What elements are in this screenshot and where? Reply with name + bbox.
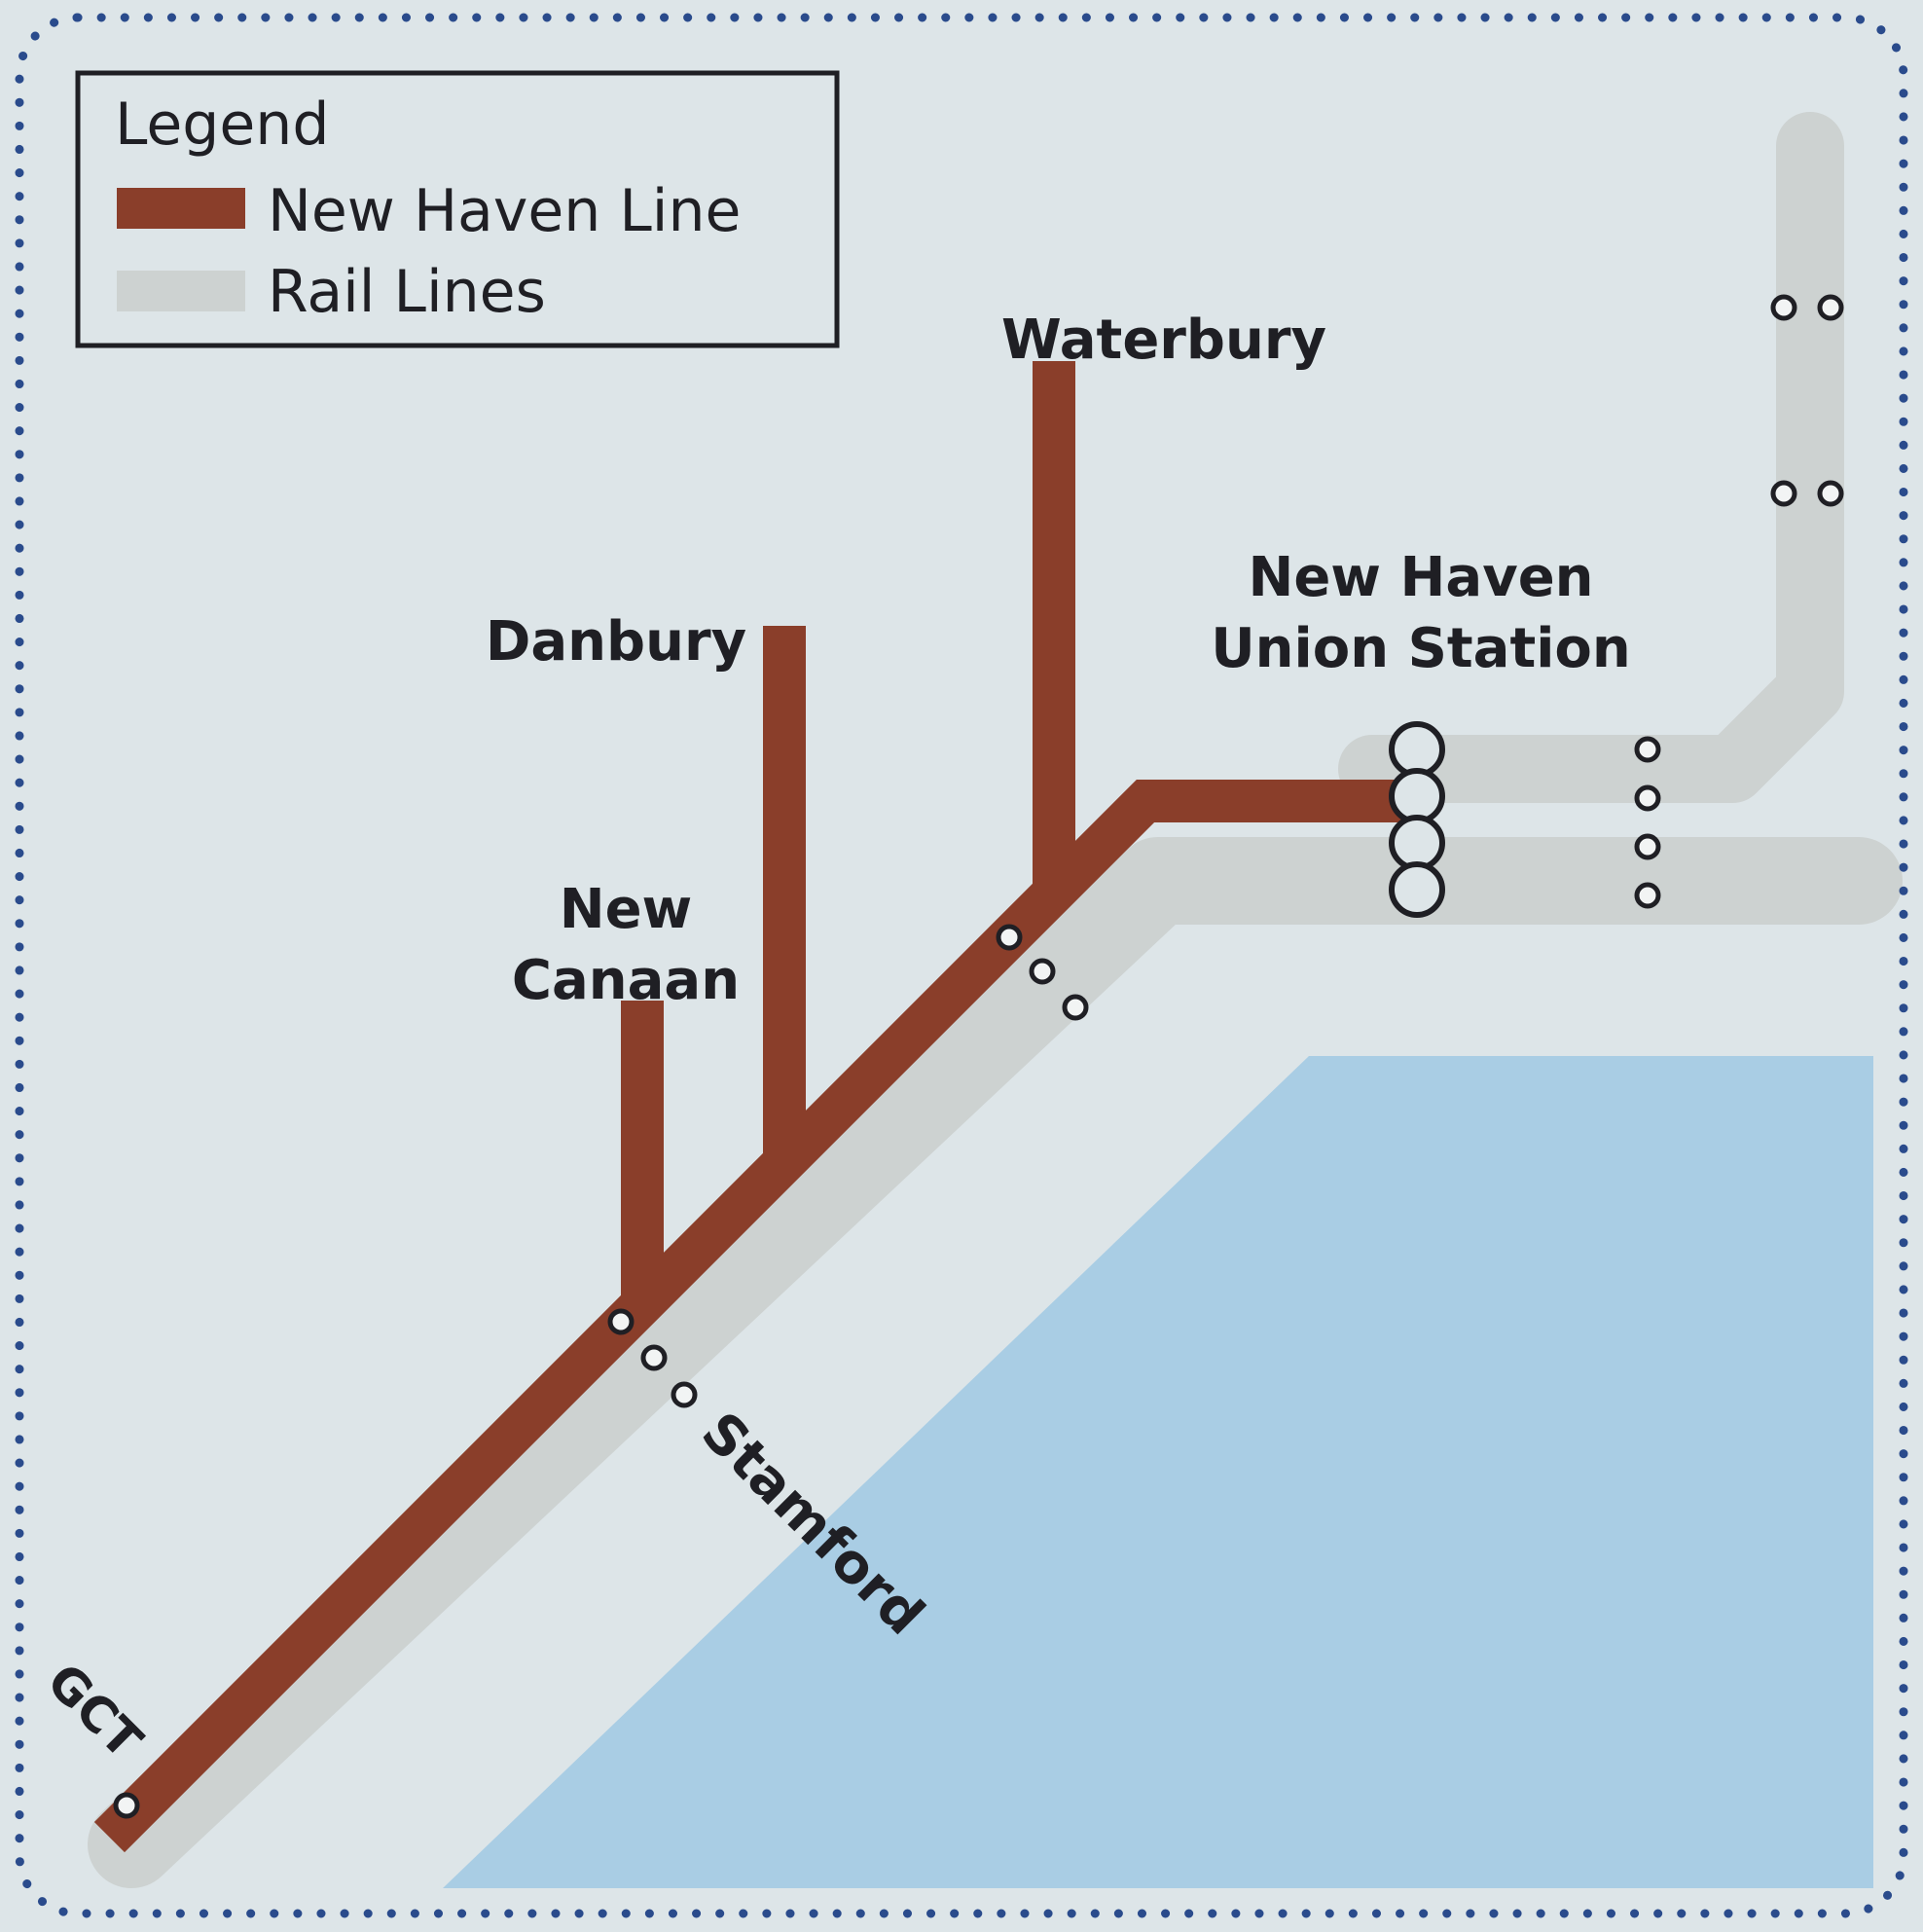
station-dot[interactable] <box>671 1381 698 1408</box>
station-dot[interactable] <box>1062 994 1089 1021</box>
station-dot[interactable] <box>1029 958 1056 985</box>
station-dot[interactable] <box>996 924 1023 951</box>
legend-title: Legend <box>115 91 329 159</box>
rail-line-north <box>1338 112 1844 803</box>
dotted-border <box>15 13 1908 1918</box>
station-dot[interactable] <box>1634 833 1661 860</box>
rail-lines-network <box>88 112 1903 1888</box>
new-haven-line <box>93 361 1428 1853</box>
label-new-haven-line1: New Haven <box>1248 546 1593 609</box>
label-new-canaan-line2: Canaan <box>512 949 740 1012</box>
station-dot[interactable] <box>1634 784 1661 812</box>
station-dot[interactable] <box>1770 480 1797 507</box>
legend-swatch-rail-lines <box>117 271 245 311</box>
station-circle <box>1389 861 1445 918</box>
station-dots <box>113 294 1844 1819</box>
station-dot[interactable] <box>1634 736 1661 763</box>
station-dot[interactable] <box>1817 294 1844 321</box>
station-circle <box>1389 768 1445 824</box>
legend-swatch-new-haven-line <box>117 188 245 229</box>
station-dot[interactable] <box>607 1308 635 1335</box>
label-new-canaan-line1: New <box>560 878 693 941</box>
legend: Legend New Haven Line Rail Lines <box>75 70 840 348</box>
station-dot[interactable] <box>1817 480 1844 507</box>
legend-label-new-haven-line: New Haven Line <box>268 177 741 245</box>
main-line <box>93 780 1428 1853</box>
station-circle <box>1389 721 1445 778</box>
label-danbury: Danbury <box>486 610 746 674</box>
station-dot[interactable] <box>1770 294 1797 321</box>
label-new-haven-line2: Union Station <box>1211 617 1631 680</box>
station-circle <box>1389 815 1445 871</box>
water-body <box>443 1056 1873 1888</box>
station-dot[interactable] <box>113 1792 140 1819</box>
legend-frame <box>75 70 840 348</box>
station-dot[interactable] <box>640 1344 668 1371</box>
legend-label-rail-lines: Rail Lines <box>268 258 546 326</box>
station-dot[interactable] <box>1634 882 1661 909</box>
new-haven-union-station-marker[interactable] <box>1389 721 1445 918</box>
rail-line-coastal <box>88 837 1903 1888</box>
label-waterbury: Waterbury <box>1001 309 1326 372</box>
